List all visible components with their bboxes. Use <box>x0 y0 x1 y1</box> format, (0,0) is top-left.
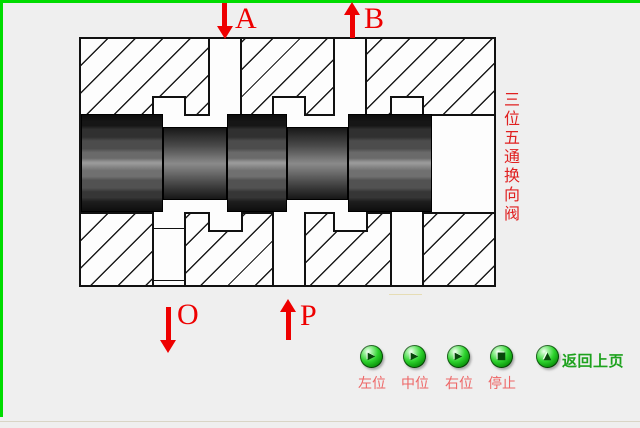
frame-border-left <box>0 0 3 417</box>
play-icon: ▶ <box>454 350 463 362</box>
spool-land-left <box>81 114 163 212</box>
port-label-b: B <box>364 2 385 35</box>
artifact-line <box>389 294 422 295</box>
middle-position-button[interactable]: ▶ <box>403 345 426 368</box>
stop-button[interactable]: ■ <box>490 345 513 368</box>
arrow-p-head <box>280 299 296 312</box>
left-position-label: 左位 <box>358 377 386 392</box>
back-button[interactable]: ▲ <box>536 345 559 368</box>
port-label-o: O <box>177 298 199 331</box>
frame-border-top <box>0 0 640 3</box>
port-channel-o <box>152 212 186 285</box>
spool-land-middle <box>227 114 287 212</box>
arrow-b-up <box>350 14 355 38</box>
port-channel-a <box>208 39 242 116</box>
valve-seat-notch-top-2 <box>272 96 306 116</box>
port-channel-p <box>272 212 306 285</box>
middle-position-label: 中位 <box>401 377 429 392</box>
right-position-button[interactable]: ▶ <box>447 345 470 368</box>
port-channel-b <box>333 39 367 116</box>
back-to-previous-page-link[interactable]: 返回上页 <box>562 354 625 370</box>
up-icon: ▲ <box>543 350 552 362</box>
valve-seat-notch-bottom-1 <box>208 212 243 232</box>
spool-stem-1 <box>163 127 227 200</box>
port-label-a: A <box>235 2 257 35</box>
channel-o-seam <box>154 280 184 281</box>
arrow-p-up <box>286 312 291 340</box>
valve-top-block <box>81 39 494 116</box>
valve-seat-notch-bottom-2 <box>333 212 368 232</box>
valve-seat-notch-top-1 <box>152 96 186 116</box>
spool-stem-2 <box>287 127 348 200</box>
arrow-o-down <box>166 307 171 340</box>
stop-label: 停止 <box>488 377 516 392</box>
port-label-p: P <box>300 299 317 332</box>
left-position-button[interactable]: ▶ <box>360 345 383 368</box>
bottom-divider-line <box>0 421 640 422</box>
valve-title-vertical: 三位五通换向阀 <box>501 91 518 224</box>
channel-o-seam <box>154 228 184 229</box>
arrow-b-head <box>344 2 360 15</box>
port-channel-exhaust-right <box>390 212 424 285</box>
right-position-label: 右位 <box>445 377 473 392</box>
play-icon: ▶ <box>410 350 419 362</box>
arrow-a-down <box>222 3 227 27</box>
arrow-a-head <box>217 26 233 39</box>
spool-land-right <box>348 114 432 212</box>
play-icon: ▶ <box>367 350 376 362</box>
arrow-o-head <box>160 340 176 353</box>
valve-seat-notch-top-3 <box>390 96 424 116</box>
stop-icon: ■ <box>496 350 507 362</box>
valve-diagram <box>79 37 496 287</box>
